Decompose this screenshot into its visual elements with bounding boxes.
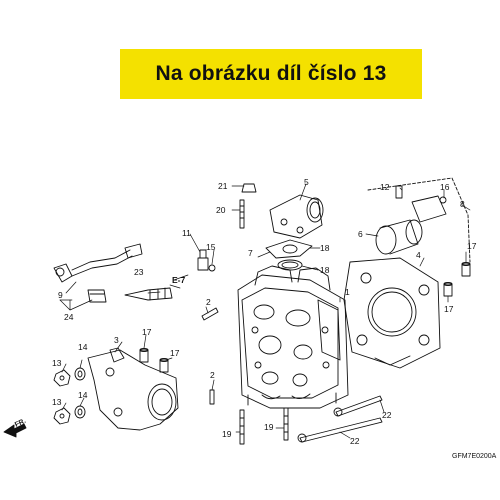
stud-19b [283, 407, 289, 441]
long-bolt-22b [297, 417, 383, 443]
callout-17a: 17 [467, 241, 477, 251]
stud-bolt-2b [209, 389, 215, 405]
intake-gasket-18a [265, 239, 313, 259]
callout-19b: 19 [264, 422, 274, 432]
callout-17c: 17 [142, 327, 152, 337]
stud-bolt-2a [201, 307, 219, 321]
callout-12: 12 [380, 182, 390, 192]
nut-13b [53, 407, 71, 425]
nut-13a [53, 369, 71, 387]
long-bolt-22a [333, 395, 383, 417]
washer-14b [74, 405, 86, 419]
callout-13b: 13 [52, 397, 62, 407]
o-ring-18b [277, 259, 303, 271]
diagram-code: GFM7E0200A [452, 453, 497, 460]
callout-7: 7 [248, 248, 253, 258]
section-reference: E-7 [172, 275, 186, 285]
spark-plug-23 [124, 287, 173, 301]
callout-16: 16 [440, 182, 450, 192]
callout-11: 11 [182, 228, 191, 238]
callout-17d: 17 [170, 348, 180, 358]
callout-21: 21 [218, 181, 228, 191]
callout-14a: 14 [78, 342, 88, 352]
dowel-pin-left-b [159, 358, 169, 373]
callout-14b: 14 [78, 390, 88, 400]
callout-18a: 18 [320, 243, 330, 253]
callout-3: 3 [114, 335, 119, 345]
dashed-box [367, 177, 471, 263]
callout-20: 20 [216, 205, 226, 215]
plug-cap-9 [53, 243, 143, 283]
washer-14a [74, 367, 86, 381]
bolt-21 [241, 183, 257, 193]
intake-pipe [269, 194, 324, 239]
callout-2b: 2 [210, 370, 215, 380]
dowel-pin-left-a [139, 348, 149, 363]
callout-19a: 19 [222, 429, 232, 439]
manifold-bracket-3 [87, 347, 179, 431]
callout-8: 8 [460, 199, 465, 209]
dowel-pin-right-top [461, 262, 471, 277]
head-gasket [343, 257, 441, 369]
front-direction-arrow [3, 423, 27, 438]
callout-6: 6 [358, 229, 363, 239]
callout-4: 4 [416, 250, 421, 260]
part-number-banner: Na obrázku díl číslo 13 [120, 49, 422, 99]
spark-plug-boot-24 [87, 289, 107, 303]
bolt-20 [239, 199, 245, 229]
dowel-pin-right-mid [443, 282, 453, 297]
callout-5: 5 [304, 177, 309, 187]
leader-lines [59, 183, 471, 439]
callout-17b: 17 [444, 304, 454, 314]
callout-15: 15 [206, 242, 216, 252]
cylinder-head [237, 265, 349, 409]
direction-label: FR. [14, 418, 27, 429]
callout-23: 23 [134, 267, 144, 277]
stud-19a [239, 409, 245, 445]
callout-labels: 1 2 2 3 4 5 6 7 8 9 11 12 13 13 14 14 15… [14, 177, 497, 460]
callout-13a: 13 [52, 358, 62, 368]
insulator-6 [375, 219, 423, 255]
callout-18b: 18 [320, 265, 330, 275]
callout-22a: 22 [382, 410, 392, 420]
callout-1: 1 [345, 287, 350, 297]
banner-text: Na obrázku díl číslo 13 [155, 62, 387, 85]
temperature-sensor-11 [197, 249, 216, 272]
callout-24: 24 [64, 312, 74, 322]
callout-2a: 2 [206, 297, 211, 307]
callout-22b: 22 [350, 436, 360, 446]
callout-9: 9 [58, 290, 63, 300]
valve-12-16 [395, 185, 447, 223]
